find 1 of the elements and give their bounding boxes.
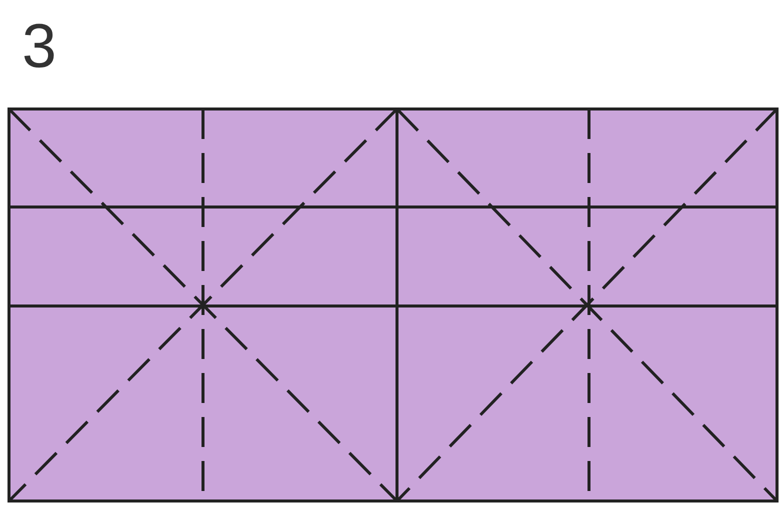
step-number: 3 [22,16,56,78]
